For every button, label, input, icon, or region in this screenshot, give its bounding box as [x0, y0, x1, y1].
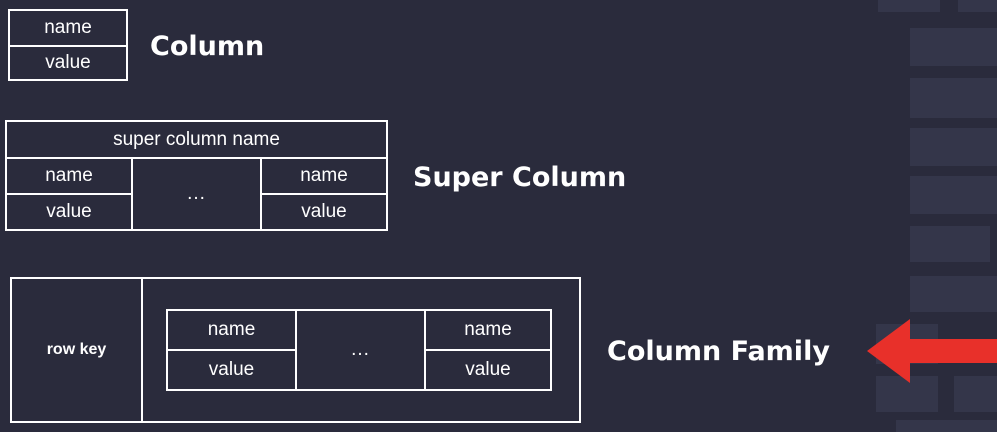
column-family-right-value-text: value [465, 359, 511, 380]
super-column-ellipsis-text: ... [187, 183, 206, 204]
super-column-left-value-text: value [46, 201, 92, 222]
row-key-text: row key [46, 341, 107, 358]
column-family-left-value-cell: value [166, 349, 297, 391]
super-column-header-cell: super column name [5, 120, 388, 159]
column-family-right-value-cell: value [424, 349, 552, 391]
arrow-left-shape [867, 319, 997, 383]
bg-block [896, 420, 997, 432]
bg-block [958, 0, 997, 12]
super-column-right-name-text: name [300, 165, 348, 186]
super-column-left-name-text: name [45, 165, 93, 186]
super-column-left-value-cell: value [5, 193, 133, 231]
bg-block [910, 276, 997, 312]
super-column-right-value-text: value [301, 201, 347, 222]
bg-block [910, 128, 997, 166]
column-family-left-name-text: name [207, 319, 256, 340]
column-name-cell: name [8, 9, 128, 47]
column-family-left-value-text: value [208, 359, 255, 380]
row-key-cell: row key [10, 277, 143, 423]
column-name-text: name [44, 17, 92, 38]
column-value-text: value [45, 52, 91, 73]
column-family-title: Column Family [607, 336, 830, 367]
bg-block [910, 176, 997, 214]
column-family-left-name-cell: name [166, 309, 297, 351]
bg-block [954, 376, 997, 412]
column-value-cell: value [8, 45, 128, 81]
bg-block [878, 0, 940, 12]
bg-block [910, 226, 990, 262]
column-title: Column [150, 31, 265, 62]
super-column-left-name-cell: name [5, 157, 133, 195]
column-family-right-name-text: name [464, 319, 512, 340]
super-column-header-text: super column name [113, 128, 280, 150]
arrow-left-icon [867, 319, 997, 383]
super-column-right-name-cell: name [260, 157, 388, 195]
super-column-ellipsis-cell: ... [131, 157, 262, 231]
bg-block [910, 78, 997, 118]
super-column-right-value-cell: value [260, 193, 388, 231]
bg-block [876, 376, 938, 412]
super-column-title: Super Column [413, 162, 627, 193]
column-family-ellipsis-cell: ... [295, 309, 426, 391]
column-family-ellipsis-text: ... [351, 339, 370, 360]
column-family-right-name-cell: name [424, 309, 552, 351]
bg-block [910, 28, 997, 66]
